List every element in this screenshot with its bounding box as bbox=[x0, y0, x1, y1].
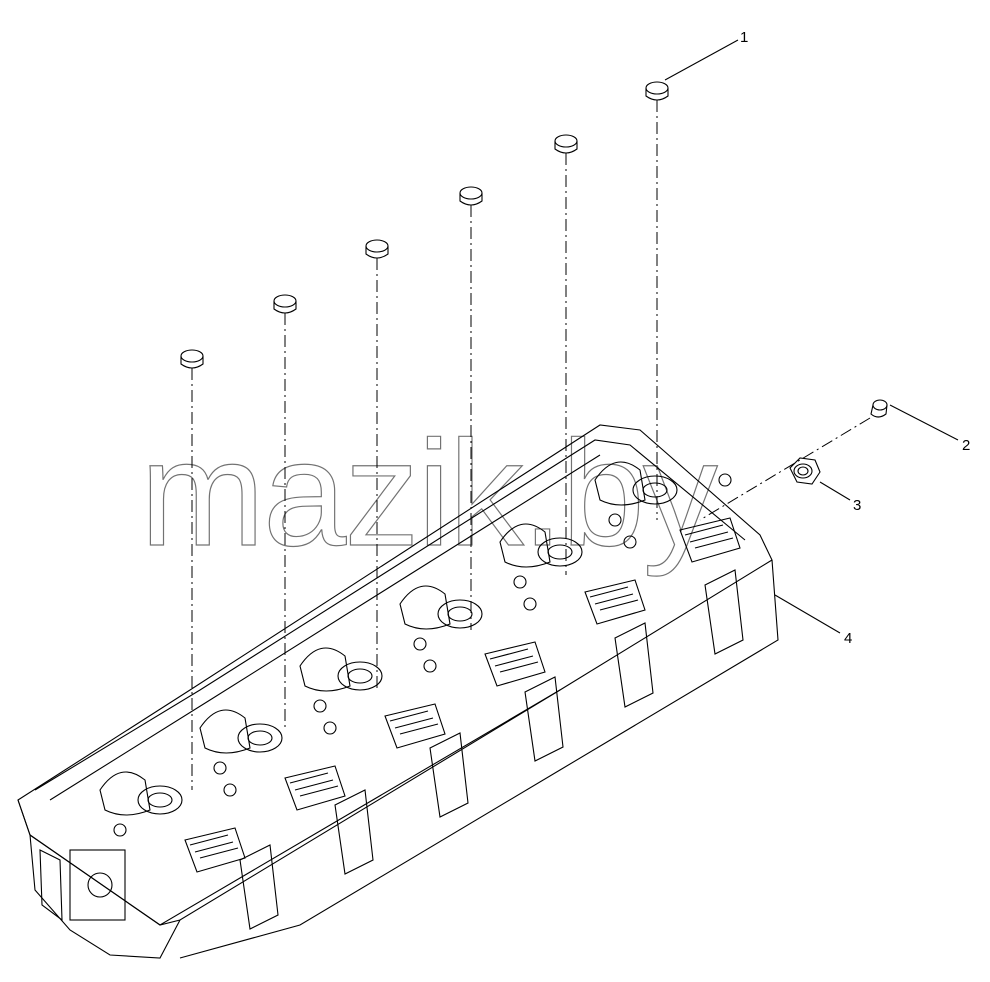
callout-3: 3 bbox=[853, 497, 861, 514]
cap-plug bbox=[645, 81, 669, 520]
cap-plug bbox=[554, 134, 578, 575]
cap-plug bbox=[459, 186, 483, 630]
watermark-text: mazik.by bbox=[140, 409, 718, 577]
callout-2: 2 bbox=[962, 437, 970, 454]
cap-plug bbox=[365, 239, 389, 690]
fitting-nut bbox=[789, 457, 821, 485]
plug-and-fitting bbox=[699, 399, 888, 521]
port-flanges bbox=[239, 569, 744, 930]
cap-plugs bbox=[180, 81, 669, 790]
screw-plug bbox=[870, 399, 888, 418]
cap-plug bbox=[180, 349, 204, 790]
cylinder-head bbox=[17, 424, 779, 959]
callout-4: 4 bbox=[844, 630, 852, 647]
leader-lines bbox=[664, 39, 959, 634]
cap-plug bbox=[273, 294, 297, 730]
callout-1: 1 bbox=[740, 29, 748, 46]
